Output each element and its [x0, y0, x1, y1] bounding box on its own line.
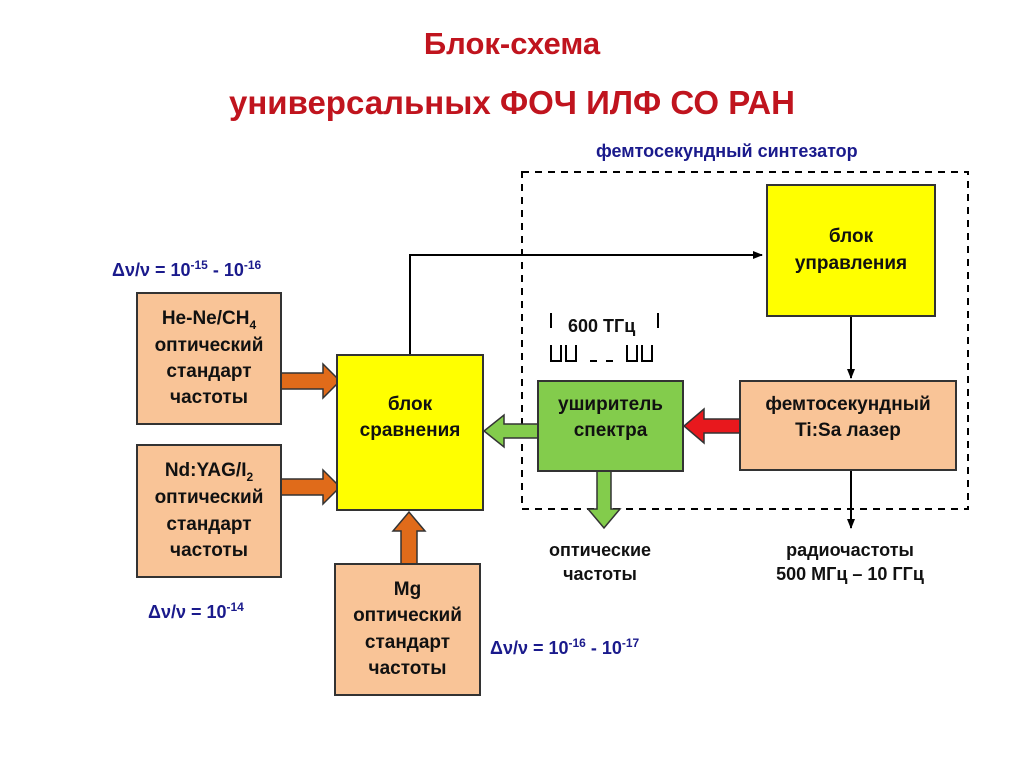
synthesizer-label: фемтосекундный синтезатор — [596, 141, 858, 161]
ndYag-line1: Nd:YAG/I2 — [164, 460, 254, 484]
heNe-line1: He-Ne/CH4 — [161, 307, 257, 332]
synthesizer-boundary — [521, 171, 969, 510]
radio-frequencies-label: радиочастоты 500 МГц – 10 ГГц — [740, 538, 960, 587]
control-block: блок управления — [766, 184, 936, 317]
control-line2: управления — [794, 252, 908, 274]
heNe-line3: стандарт — [166, 361, 252, 383]
compare-to-control-line — [409, 251, 763, 356]
diagram-subtitle: универсальных ФОЧ ИЛФ СО РАН — [229, 84, 795, 121]
broadener-line1: уширитель — [558, 394, 663, 415]
ndYag-arrow — [280, 468, 342, 506]
laser-line1: фемтосекундный — [765, 394, 931, 415]
heNe-line4: частоты — [170, 387, 248, 409]
optical-line2: частоты — [563, 564, 637, 585]
ndYag-line4: частоты — [170, 539, 248, 561]
mg-line2: оптический — [353, 605, 462, 627]
mg-standard-box: Mg оптический стандарт частоты — [334, 563, 481, 696]
compare-line1: блок — [387, 394, 433, 415]
optical-line1: оптические — [548, 540, 652, 560]
compare-block: блок сравнения — [336, 354, 484, 511]
broadener-line2: спектра — [573, 420, 648, 442]
compare-line2: сравнения — [359, 420, 461, 442]
mg-line3: стандарт — [364, 631, 451, 653]
radio-line1: радиочастоты — [786, 540, 914, 560]
stability-top-label: Δν/ν = 10-15 - 10-16 — [112, 258, 262, 280]
broadener-to-compare-arrow — [482, 413, 540, 449]
heNe-line2: оптический — [154, 334, 264, 356]
ndYag-line3: стандарт — [166, 513, 252, 535]
frequency-comb-ticks — [550, 313, 659, 362]
ndYag-standard-box: Nd:YAG/I2 оптический стандарт частоты — [136, 444, 282, 578]
stability-bottom-label: Δν/ν = 10-16 - 10-17 — [490, 636, 640, 658]
broadener-output-arrow — [586, 470, 622, 530]
optical-frequencies-label: оптические частоты — [525, 538, 675, 587]
mg-line1: Mg — [393, 579, 422, 601]
heNe-arrow — [280, 362, 342, 400]
laser-line2: Ti:Sa лазер — [795, 420, 901, 442]
spectrum-broadener-box: уширитель спектра — [537, 380, 684, 472]
ndYag-line2: оптический — [154, 487, 264, 509]
comb-frequency-label: 600 ТГц — [566, 316, 638, 337]
heNe-standard-box: He-Ne/CH4 оптический стандарт частоты — [136, 292, 282, 425]
stability-left-label: Δν/ν = 10-14 — [148, 600, 244, 622]
radio-line2: 500 МГц – 10 ГГц — [776, 564, 924, 585]
diagram-title: Блок-схема — [423, 26, 601, 61]
laser-to-broadener-arrow — [682, 407, 742, 445]
control-line1: блок — [828, 226, 874, 248]
mg-arrow — [391, 510, 427, 566]
mg-line4: частоты — [368, 657, 447, 679]
femtosecond-laser-box: фемтосекундный Ti:Sa лазер — [739, 380, 957, 471]
